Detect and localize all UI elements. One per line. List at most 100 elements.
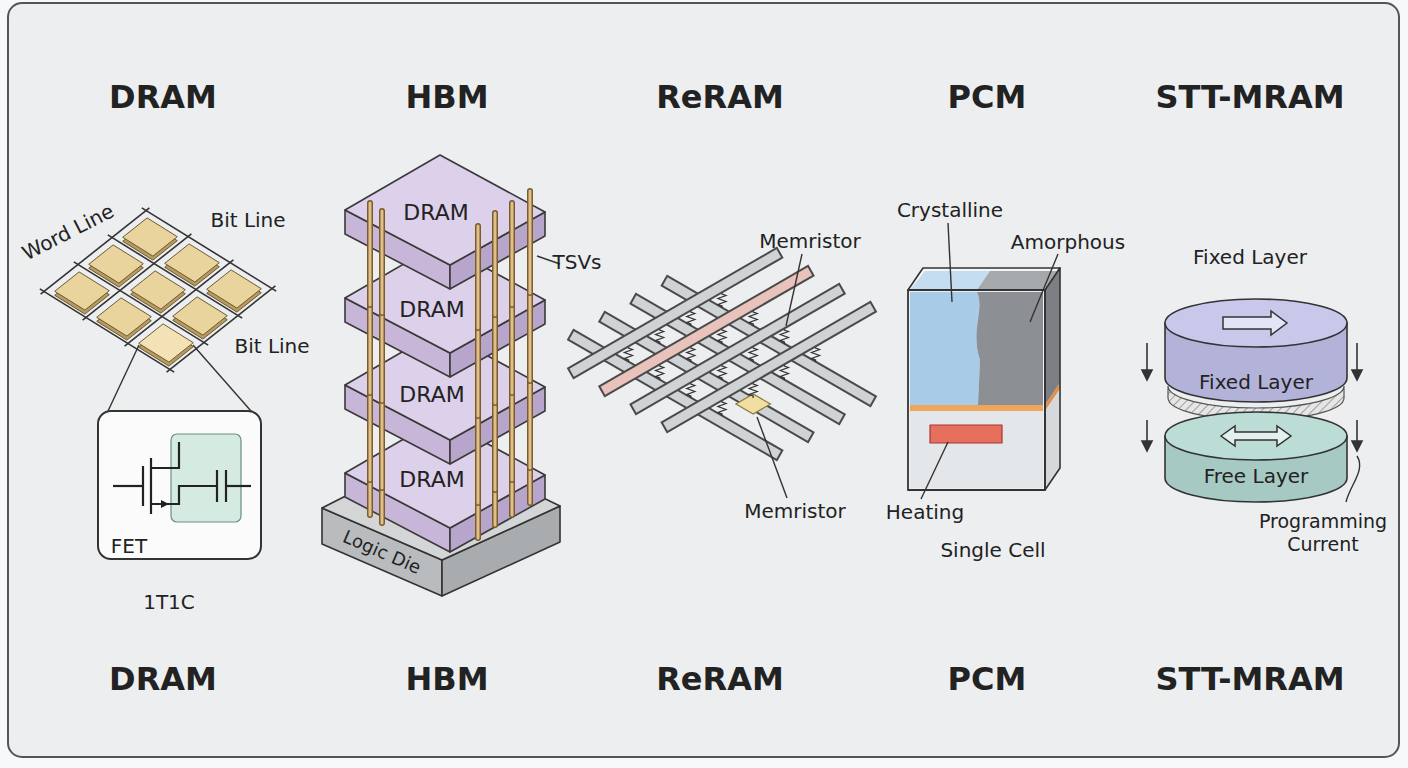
part-label: Bit Line xyxy=(210,208,285,232)
cell-inset-shape-part-part xyxy=(151,442,179,468)
current-arrows-part xyxy=(1356,420,1358,443)
pcm-cell-part xyxy=(976,292,1043,405)
pcm-cell-part xyxy=(1045,268,1060,405)
node-heading: 1T1C xyxy=(143,590,195,614)
dram-die-shape-part xyxy=(381,488,384,523)
cell-inset-shape-part xyxy=(161,500,169,508)
frame xyxy=(8,3,1399,757)
part-label: Bit Line xyxy=(234,334,309,358)
cell-inset-shape-part-part xyxy=(151,486,217,504)
dram-die: DRAM xyxy=(340,155,550,291)
dram-die-shape-part xyxy=(529,468,532,503)
leader-line xyxy=(1346,456,1360,502)
dram-die-shape-part xyxy=(345,418,545,528)
cell-inset-shape-part xyxy=(171,434,241,522)
node-label: Free Layer xyxy=(1204,464,1309,488)
dram-die-shape-part xyxy=(494,402,497,490)
dram-die-shape-part xyxy=(381,211,384,313)
part-label: Fixed Layer xyxy=(1193,245,1307,269)
part-label: Programming Current xyxy=(1253,510,1393,556)
zoom-lines-part xyxy=(108,345,139,411)
leader-line-part xyxy=(757,417,787,498)
memory-cells-part xyxy=(55,272,110,310)
dram-die-shape-part xyxy=(477,328,480,416)
top-electrodes xyxy=(576,256,869,425)
dram-die-shape-part xyxy=(494,213,497,315)
free-layer-disc-shape-part xyxy=(1165,412,1347,460)
bottom-electrodes-part xyxy=(576,284,869,453)
dram-die-shape-part xyxy=(475,503,481,538)
dram-die-shape-part xyxy=(529,380,532,468)
leader-line-part xyxy=(948,223,952,302)
zoom-lines xyxy=(108,345,251,411)
dram-die-shape-part xyxy=(477,503,480,538)
node-label: DRAM xyxy=(399,382,464,408)
dram-die-shape-part xyxy=(527,380,533,468)
section-title: PCM xyxy=(948,78,1027,116)
part-label: Heating xyxy=(886,500,964,524)
dram-die-shape-part xyxy=(527,468,533,503)
section-title: STT-MRAM xyxy=(1155,78,1344,116)
section-title: PCM xyxy=(948,660,1027,698)
dram-die-shape-part xyxy=(367,480,373,515)
pcm-cell-part xyxy=(910,411,1043,488)
dram-die-shape-part xyxy=(492,402,498,490)
memory-cells-part xyxy=(97,298,152,336)
dram-die-shape-part xyxy=(367,203,373,305)
current-arrows-part xyxy=(1352,441,1362,451)
dram-die-shape-part xyxy=(509,305,515,393)
memory-cells-part xyxy=(139,324,194,362)
bottom-electrodes-part xyxy=(576,284,869,453)
dram-die-shape-part xyxy=(511,203,514,305)
memory-cells xyxy=(55,218,262,366)
section-title: DRAM xyxy=(109,660,217,698)
dram-die-shape-part xyxy=(527,191,533,293)
dram-die-shape-part xyxy=(369,392,372,480)
node-label: FET xyxy=(111,534,147,558)
dram-die-shape-part xyxy=(369,480,372,515)
pcm-cell-part xyxy=(930,425,1002,443)
dram-die-shape-part xyxy=(492,490,498,525)
memory-cells-part xyxy=(207,270,262,308)
leader-line xyxy=(921,223,1058,499)
section-title: STT-MRAM xyxy=(1155,660,1344,698)
dram-die-shape-part xyxy=(381,313,384,401)
current-arrows-part xyxy=(1352,370,1362,380)
dram-die-shape-part xyxy=(369,305,372,393)
node-label: DRAM xyxy=(399,297,464,323)
pcm-cell-part xyxy=(1045,389,1060,490)
dram-die-shape-part xyxy=(367,392,373,480)
memory-cells-part xyxy=(89,245,144,283)
fixed-layer-disc-shape-part xyxy=(1223,311,1287,335)
memory-cells-part xyxy=(123,218,178,256)
cell-inset-shape-part xyxy=(113,442,251,514)
pcm-cell-part xyxy=(908,290,1045,490)
pcm-cell xyxy=(908,268,1060,490)
section-title: ReRAM xyxy=(656,78,784,116)
current-arrows-part xyxy=(1142,441,1152,451)
dram-die-shape-part xyxy=(509,203,515,305)
pcm-cell-part xyxy=(1045,268,1060,490)
dram-die-shape-part xyxy=(477,415,480,503)
dram-die-shape-part xyxy=(529,191,532,293)
dram-die-shape-part xyxy=(475,328,481,416)
memory-cells-part xyxy=(165,244,220,282)
dram-die-shape-part xyxy=(381,400,384,488)
dram-die-shape-part xyxy=(379,400,385,488)
cell-inset-shape-part-part xyxy=(216,470,218,502)
dram-die-shape-part xyxy=(367,305,373,393)
dram-die-shape-part xyxy=(492,213,498,315)
dram-die-shape-part xyxy=(475,226,481,328)
leader-line-part xyxy=(921,442,948,499)
current-arrows-part xyxy=(1142,370,1152,380)
part-label: Memristor xyxy=(759,229,861,253)
dram-die-shape-part xyxy=(475,415,481,503)
pcm-cell-part xyxy=(908,268,1060,290)
dram-die-shape-part xyxy=(369,203,372,305)
dram-die-shape-part xyxy=(477,226,480,328)
dram-die-shape-part xyxy=(492,315,498,403)
top-electrodes-part xyxy=(576,256,869,425)
dram-die-shape-part xyxy=(494,315,497,403)
dram-die-shape-part xyxy=(511,480,514,515)
